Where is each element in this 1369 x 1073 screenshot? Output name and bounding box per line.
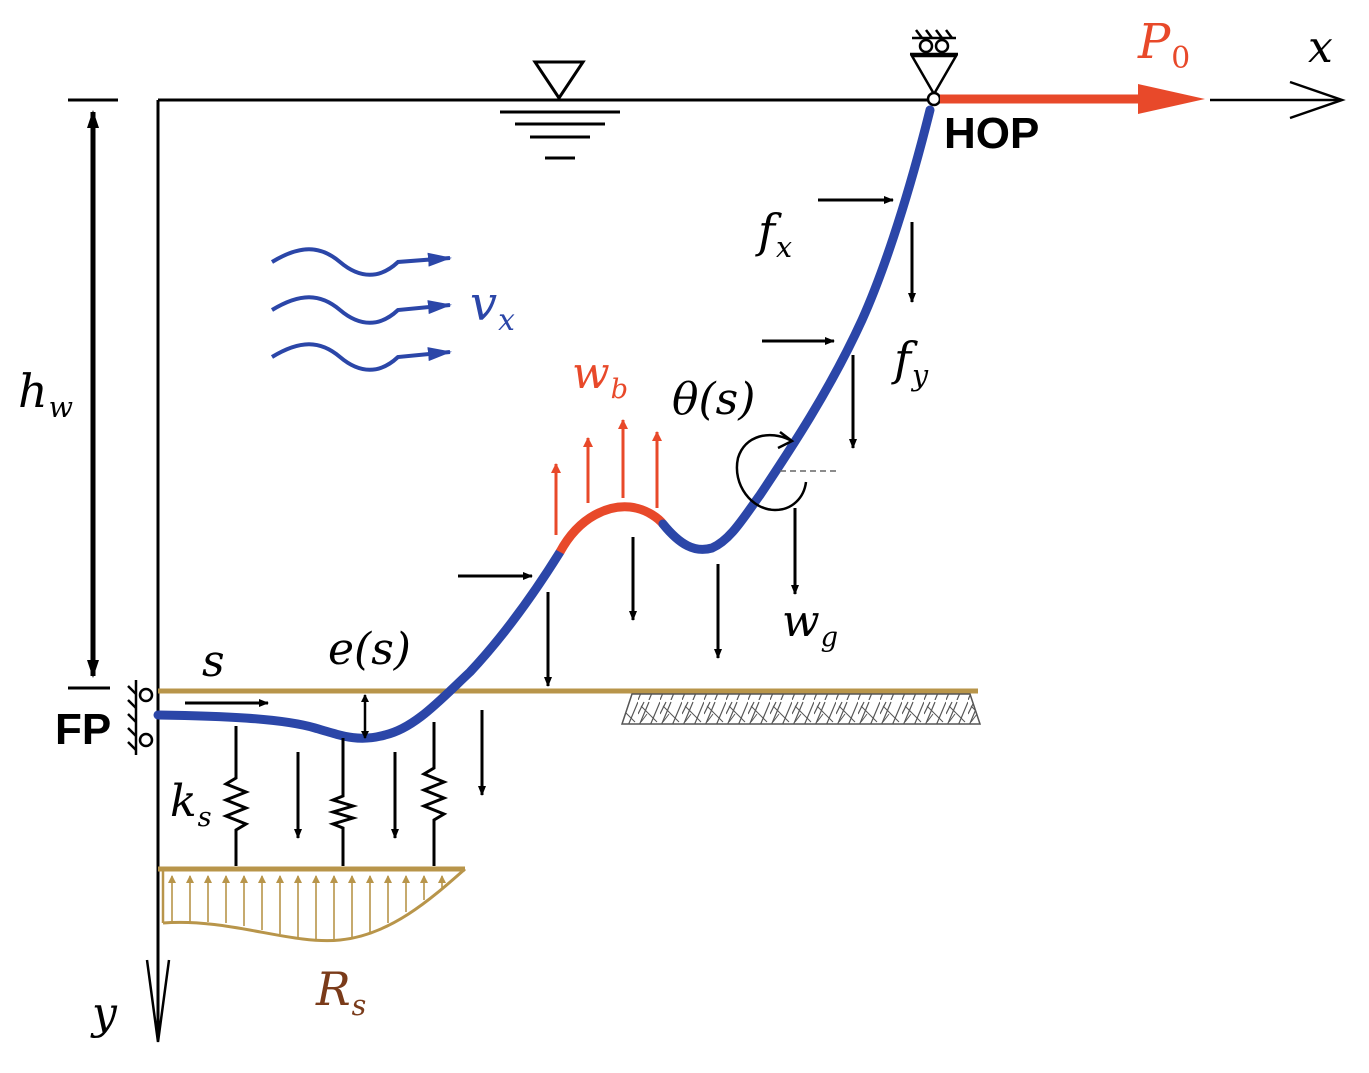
p0-label: P0 [1138,14,1191,77]
y-axis [145,100,171,1043]
fx-label: fx [758,204,793,264]
pipeline-curve-upper [658,105,935,554]
wb-label: wb [572,348,629,405]
ks-label: ks [170,776,212,833]
current-flow-lines [270,247,452,372]
hw-dimension-arrow [68,98,118,690]
vx-label: vx [470,276,515,339]
pipeline-curve [153,547,565,743]
hop-support-symbol [909,29,959,107]
s-label: s [202,636,225,687]
theta-rotation-symbol [735,431,838,512]
x-axis-arrow [1210,80,1346,120]
x-axis-label: x [1308,22,1333,73]
fx-force-arrows [185,196,894,707]
hop-label: HOP [944,109,1040,158]
fp-support-symbol [127,680,154,755]
rs-label: Rs [316,962,367,1022]
p0-force-arrow [940,84,1205,114]
soil-springs [221,722,449,866]
fy-label: fy [894,332,929,392]
weight-force-arrows [294,222,916,839]
seabed-soil-block [620,693,982,725]
soil-resistance-distribution [158,866,466,943]
y-axis-label: y [92,988,117,1039]
hw-label: hw [18,364,74,424]
water-level-symbol [500,60,620,160]
buoyancy-section [556,502,667,555]
es-label: e(s) [328,624,411,675]
fp-label: FP [55,705,112,754]
buoyancy-arrows [551,419,662,535]
wg-label: wg [782,596,839,653]
theta-label: θ(s) [672,374,756,425]
